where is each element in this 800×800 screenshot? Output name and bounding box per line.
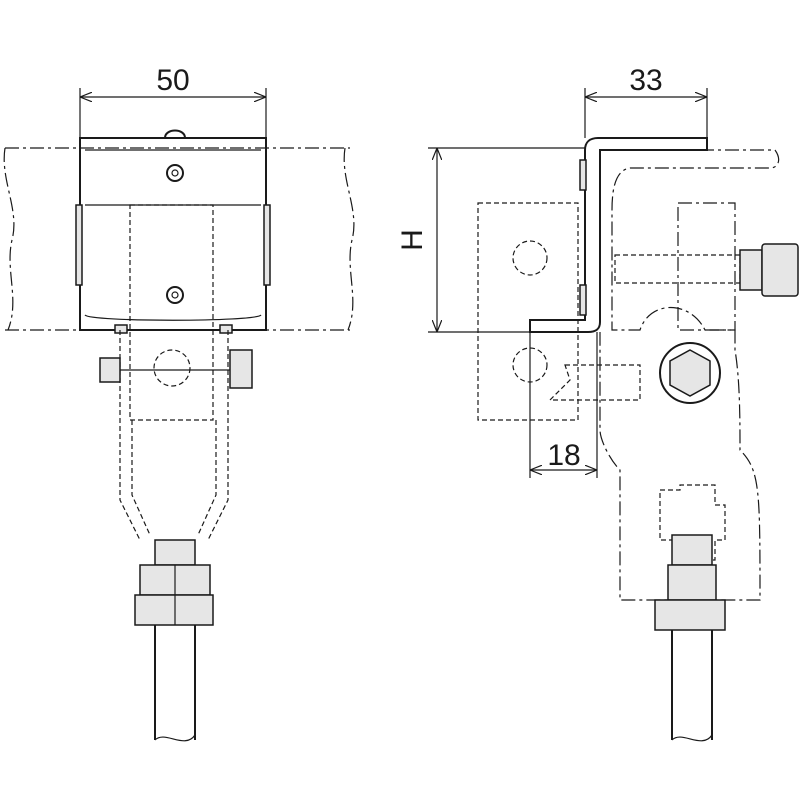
dimension-H: H <box>396 147 585 333</box>
side-nuts <box>654 534 726 631</box>
hanger-nuts <box>134 539 214 626</box>
dimension-label-width-front: 50 <box>156 64 189 97</box>
dimension-label-width-side: 33 <box>629 64 662 97</box>
bracket <box>75 129 271 334</box>
cross-bolt <box>99 349 253 389</box>
side-bolt <box>614 243 799 404</box>
threaded-rod <box>154 625 196 742</box>
dimension-label-height: H <box>396 229 429 251</box>
dimension-label-offset: 18 <box>547 439 580 472</box>
side-view: 33 H 18 <box>396 64 799 742</box>
beam-outline <box>3 147 355 331</box>
angle-bracket <box>529 137 708 333</box>
clamp-hidden <box>119 204 229 541</box>
side-rod <box>671 630 713 742</box>
dimension-18: 18 <box>529 332 598 478</box>
dimension-50: 50 <box>79 64 267 138</box>
dimension-33: 33 <box>584 64 708 138</box>
front-view: 50 <box>3 64 355 742</box>
